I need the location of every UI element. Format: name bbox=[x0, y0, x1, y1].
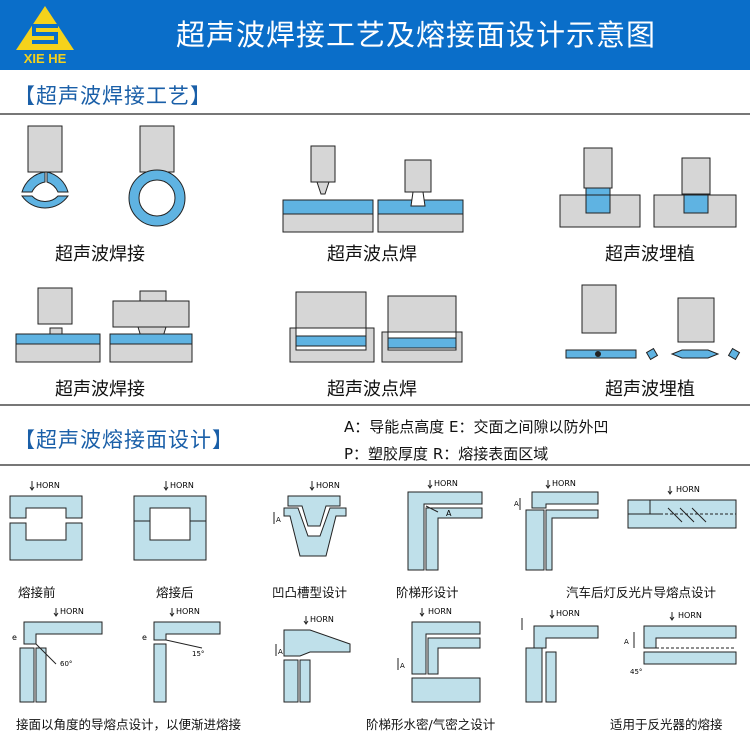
legend-line-2: P：塑胶厚度 R：熔接表面区域 bbox=[344, 445, 549, 463]
horn-label: HORN bbox=[36, 481, 60, 490]
design-lamp: HORN bbox=[627, 485, 737, 529]
horn-label: HORN bbox=[556, 609, 580, 618]
xiehe-logo-icon: XIE HE bbox=[16, 6, 74, 66]
logo-text: XIE HE bbox=[24, 51, 67, 66]
design-angle-joint: HORN A bbox=[275, 615, 351, 703]
label-a: A bbox=[276, 516, 281, 524]
diagram-stud-weld bbox=[15, 287, 193, 363]
horn-label: HORN bbox=[60, 607, 84, 616]
horn-label: HORN bbox=[428, 607, 452, 616]
divider bbox=[0, 464, 750, 466]
horn-label: HORN bbox=[434, 479, 458, 488]
label-60: 60° bbox=[60, 660, 72, 668]
caption-spot-weld-2: 超声波点焊 bbox=[327, 379, 417, 400]
caption-insert: 超声波埋植 bbox=[605, 244, 695, 265]
design-angle-15: HORN 15° e bbox=[142, 607, 221, 703]
caption-reflector: 适用于反光器的熔接 bbox=[610, 717, 723, 732]
horn-label: HORN bbox=[170, 481, 194, 490]
design-after: HORN bbox=[133, 481, 207, 561]
label-a: A bbox=[446, 509, 452, 518]
label-e: e bbox=[12, 633, 17, 642]
diagram-insert bbox=[559, 147, 737, 228]
caption-spot-weld: 超声波点焊 bbox=[327, 244, 417, 265]
caption-lamp: 汽车后灯反光片导熔点设计 bbox=[566, 585, 717, 600]
page-title: 超声波焊接工艺及熔接面设计示意图 bbox=[175, 18, 656, 52]
caption-angle: 接面以角度的导熔点设计，以便渐进熔接 bbox=[16, 717, 242, 732]
diagram-ring-weld bbox=[21, 125, 186, 227]
design-step: HORN A bbox=[407, 479, 483, 571]
label-a: A bbox=[514, 500, 519, 508]
design-groove: HORN A bbox=[273, 481, 347, 557]
caption-insert-2: 超声波埋植 bbox=[605, 379, 695, 400]
horn-label: HORN bbox=[310, 615, 334, 624]
design-step-2: HORN A bbox=[514, 479, 599, 571]
diagram-spot-weld-2 bbox=[289, 291, 463, 363]
design-reflector: HORN A 45° bbox=[624, 611, 737, 676]
legend-line-1: A：导能点高度 E：交面之间隙以防外凹 bbox=[344, 418, 609, 436]
caption-groove: 凹凸槽型设计 bbox=[272, 585, 348, 600]
divider bbox=[0, 404, 750, 406]
design-angle-60: HORN 60° e bbox=[12, 607, 103, 703]
caption-step: 阶梯形设计 bbox=[396, 585, 459, 600]
section-title-process: 【超声波焊接工艺】 bbox=[14, 84, 212, 108]
diagram-insert-2 bbox=[565, 284, 741, 361]
caption-ring-weld: 超声波焊接 bbox=[55, 244, 145, 265]
diagram-spot-weld bbox=[282, 145, 464, 233]
design-seal-2: HORN bbox=[521, 609, 599, 703]
horn-label: HORN bbox=[552, 479, 576, 488]
horn-label: HORN bbox=[678, 611, 702, 620]
caption-after: 熔接后 bbox=[156, 585, 194, 600]
caption-before: 熔接前 bbox=[18, 585, 56, 600]
horn-label: HORN bbox=[176, 607, 200, 616]
horn-label: HORN bbox=[316, 481, 340, 490]
label-a: A bbox=[400, 662, 405, 670]
label-15: 15° bbox=[192, 650, 204, 658]
design-seal: HORN A bbox=[397, 607, 481, 703]
label-45: 45° bbox=[630, 668, 642, 676]
horn-label: HORN bbox=[676, 485, 700, 494]
section-title-design: 【超声波熔接面设计】 bbox=[14, 428, 234, 452]
label-a: A bbox=[278, 648, 283, 656]
divider bbox=[0, 113, 750, 115]
header-bar: XIE HE 超声波焊接工艺及熔接面设计示意图 bbox=[0, 0, 750, 70]
label-a: A bbox=[624, 638, 629, 646]
label-e: e bbox=[142, 633, 147, 642]
caption-seal: 阶梯形水密/气密之设计 bbox=[366, 717, 496, 732]
design-before: HORN bbox=[9, 481, 83, 561]
caption-stud-weld: 超声波焊接 bbox=[55, 379, 145, 400]
